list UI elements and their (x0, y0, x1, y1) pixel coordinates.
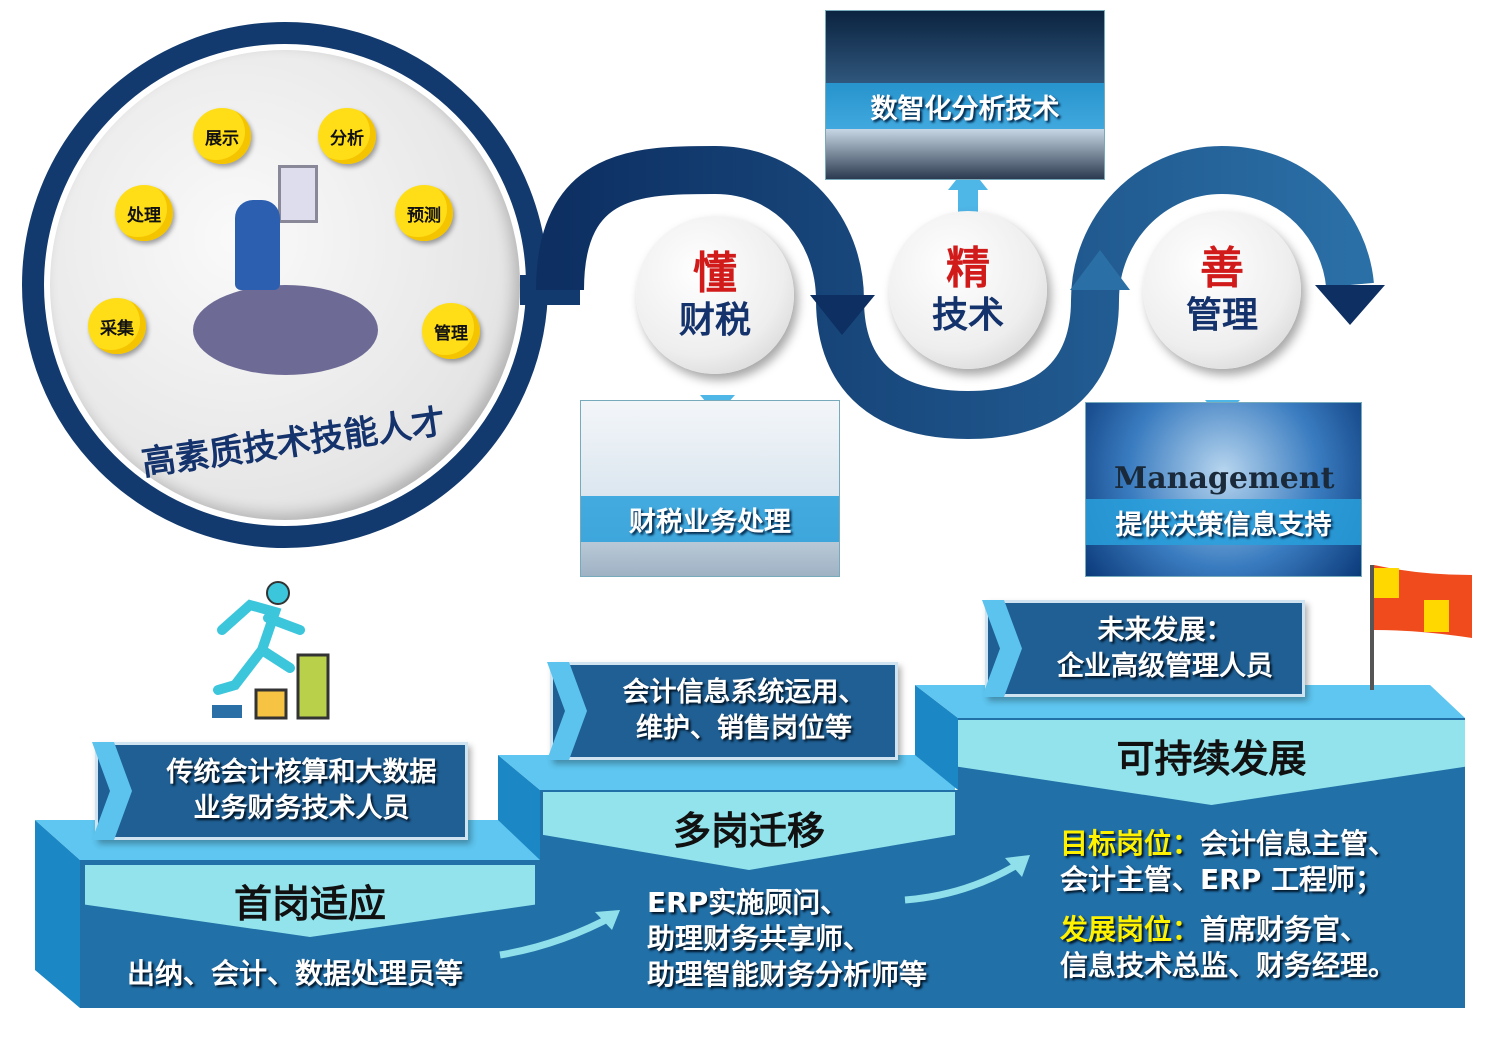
step2-jobs: ERP实施顾问、 助理财务共享师、 助理智能财务分析师等 (647, 885, 927, 993)
bubble-display: 展示 (193, 108, 251, 164)
node-char: 精 (946, 243, 990, 294)
wave-ribbon (536, 145, 1374, 440)
node-char: 懂 (693, 248, 737, 299)
monitor-icon (278, 165, 318, 223)
curved-arrow-icon (499, 911, 617, 959)
curved-arrow-icon (904, 857, 1027, 904)
job-line: 会计主管、ERP 工程师； (1060, 863, 1383, 896)
job-line: ERP实施顾问、 (647, 886, 849, 919)
bubble-management: 管理 (422, 303, 480, 359)
person-icon (235, 200, 280, 290)
photo-analysis: 数智化分析技术 (825, 10, 1105, 180)
node-label: 管理 (1185, 294, 1258, 336)
node-management: 善管理 (1143, 211, 1301, 369)
caption: 提供决策信息支持 (1086, 499, 1361, 545)
management-word: Management (1114, 461, 1335, 496)
node-tech: 精技术 (889, 211, 1047, 369)
flag-icon (1370, 565, 1472, 690)
photo-management: Management 提供决策信息支持 (1085, 402, 1362, 577)
bubble-collection: 采集 (88, 298, 146, 354)
caption: 数智化分析技术 (826, 83, 1104, 129)
runner-stairs-icon (212, 581, 330, 720)
job-line: 助理财务共享师、 (647, 922, 872, 955)
job-line: 助理智能财务分析师等 (647, 958, 928, 991)
talent-circle (50, 50, 520, 520)
node-finance: 懂财税 (636, 216, 794, 374)
bubble-forecast: 预测 (395, 185, 453, 241)
caption: 财税业务处理 (581, 496, 839, 542)
photo-finance: 财税业务处理 (580, 400, 840, 577)
arrow-head (810, 295, 875, 335)
step3-role-label: 未来发展： 企业高级管理人员 (985, 600, 1305, 697)
up-arrow-icon (958, 188, 978, 213)
job-line: 会计信息主管、 (1200, 827, 1397, 860)
arrow-head (1070, 250, 1130, 290)
bubble-analysis: 分析 (318, 108, 376, 164)
bubble-processing: 处理 (115, 185, 173, 241)
step1-role-label: 传统会计核算和大数据 业务财务技术人员 (95, 742, 468, 840)
job-line: 首席财务官、 (1200, 913, 1369, 946)
node-char: 善 (1200, 243, 1244, 294)
target-label: 目标岗位： (1060, 827, 1201, 860)
node-label: 财税 (678, 299, 751, 341)
step2-role-label: 会计信息系统运用、 维护、销售岗位等 (550, 662, 898, 760)
job-line: 信息技术总监、财务经理。 (1060, 949, 1397, 982)
step3-jobs: 目标岗位：会计信息主管、 会计主管、ERP 工程师； 发展岗位：首席财务官、 信… (1060, 826, 1396, 984)
desk-illustration (193, 285, 378, 375)
arrow-head (1315, 285, 1385, 325)
step1-jobs: 出纳、会计、数据处理员等 (127, 957, 464, 990)
node-label: 技术 (931, 294, 1004, 336)
dev-label: 发展岗位： (1060, 913, 1201, 946)
